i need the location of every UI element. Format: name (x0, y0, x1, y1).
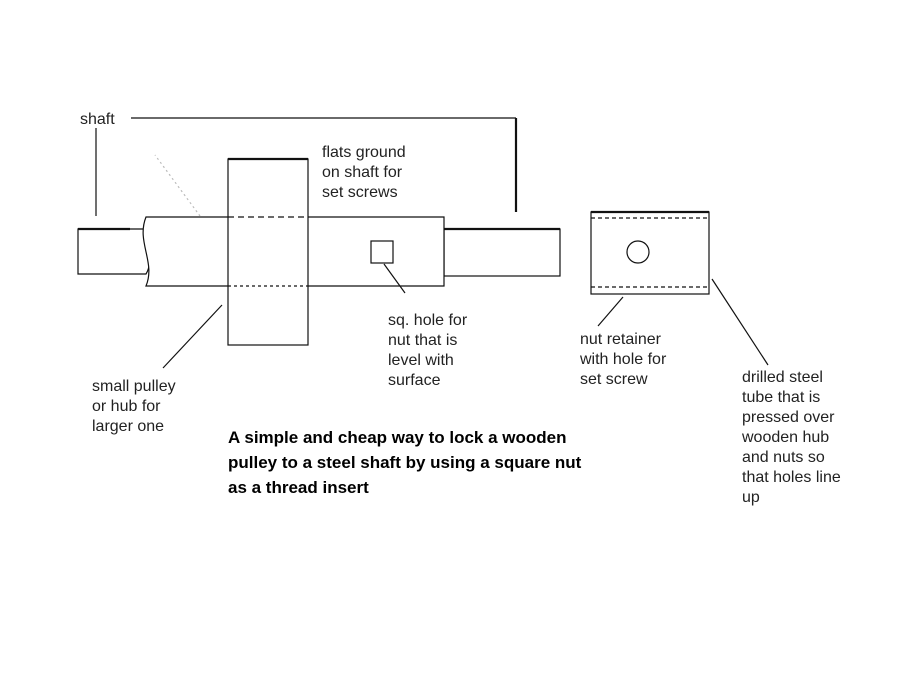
set-screw-hole (626, 240, 650, 264)
label-flats-line: set screws (322, 184, 398, 201)
label-shaft: shaft (80, 110, 115, 130)
pulley-flange (227, 158, 309, 346)
label-drilled-tube-line: and nuts so (742, 449, 825, 466)
label-small-pulley-line: small pulley (92, 378, 176, 395)
label-sq-hole-line: surface (388, 372, 441, 389)
label-nut-retainer-line: set screw (580, 371, 648, 388)
label-nut-retainer-line: nut retainer (580, 331, 661, 348)
label-drilled-tube: drilled steel tube that is pressed over … (742, 368, 841, 508)
label-nut-retainer-line: with hole for (580, 351, 667, 368)
caption-line: pulley to a steel shaft by using a squar… (228, 453, 582, 472)
label-sq-hole: sq. hole for nut that is level with surf… (388, 311, 467, 391)
label-sq-hole-line: nut that is (388, 332, 458, 349)
label-drilled-tube-line: tube that is (742, 389, 821, 406)
label-shaft-text: shaft (80, 111, 115, 128)
caption-line: A simple and cheap way to lock a wooden (228, 428, 567, 447)
caption-line: as a thread insert (228, 478, 369, 497)
label-flats-line: flats ground (322, 144, 406, 161)
square-nut-hole (370, 240, 394, 264)
label-small-pulley: small pulley or hub for larger one (92, 377, 176, 437)
shaft-left-section (77, 228, 150, 275)
sq-hole-leader (383, 263, 406, 294)
label-drilled-tube-line: up (742, 489, 760, 506)
label-small-pulley-line: larger one (92, 418, 165, 435)
nut-retainer-tube (590, 211, 710, 295)
drilled-tube-leader (711, 278, 769, 366)
label-drilled-tube-line: drilled steel (742, 369, 823, 386)
label-drilled-tube-line: wooden hub (742, 429, 830, 446)
label-sq-hole-line: sq. hole for (388, 312, 468, 329)
label-drilled-tube-line: pressed over (742, 409, 835, 426)
label-flats-line: on shaft for (322, 164, 403, 181)
diagram-caption: A simple and cheap way to lock a wooden … (228, 425, 581, 500)
label-drilled-tube-line: that holes line (742, 469, 841, 486)
shaft-right-section (443, 228, 561, 277)
small-pulley-leader (162, 304, 223, 369)
nut-retainer-leader (597, 296, 624, 327)
label-flats: flats ground on shaft for set screws (322, 143, 406, 203)
label-small-pulley-line: or hub for (92, 398, 161, 415)
label-sq-hole-line: level with (388, 352, 454, 369)
flats-leader (154, 154, 201, 217)
label-nut-retainer: nut retainer with hole for set screw (580, 330, 666, 390)
